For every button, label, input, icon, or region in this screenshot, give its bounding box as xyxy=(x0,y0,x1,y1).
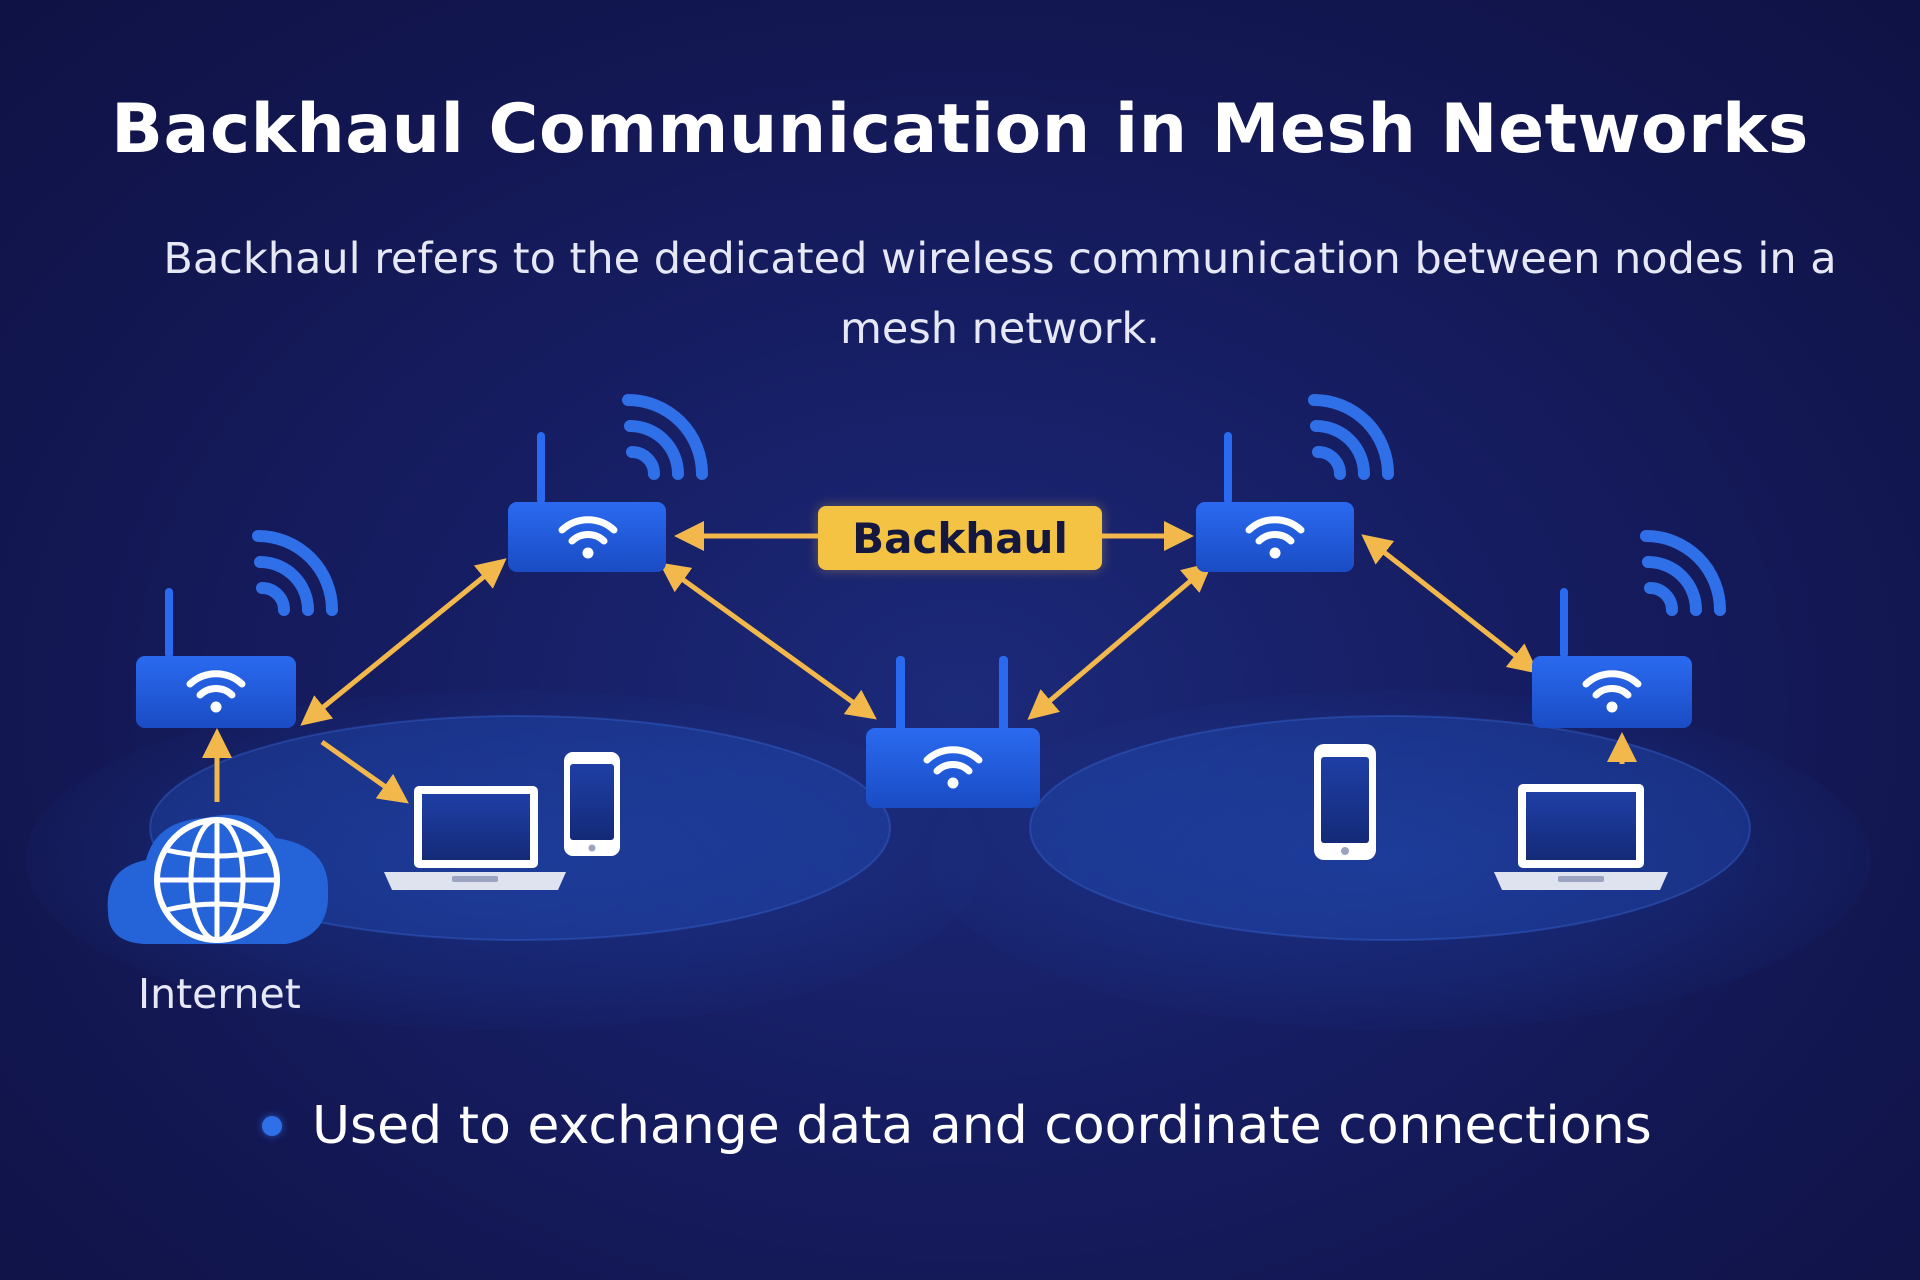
wifi-signal-icon xyxy=(1646,536,1720,610)
globe-cloud-icon xyxy=(107,814,329,944)
page-title: Backhaul Communication in Mesh Networks xyxy=(111,90,1809,169)
router-top-left xyxy=(508,400,702,572)
smartphone-right xyxy=(1314,744,1376,860)
arrow-left-to-topleft xyxy=(300,558,507,726)
router-left xyxy=(136,536,332,728)
laptop-right xyxy=(1494,784,1668,890)
backhaul-arrows xyxy=(202,521,1637,804)
arrow-router-to-laptop xyxy=(320,739,409,804)
router-center xyxy=(866,656,1040,808)
bullet-item: Used to exchange data and coordinate con… xyxy=(262,1096,1652,1156)
bullet-text: Used to exchange data and coordinate con… xyxy=(312,1096,1652,1156)
subtitle: Backhaul refers to the dedicated wireles… xyxy=(163,234,1837,354)
internet-label: Internet xyxy=(138,970,301,1018)
smartphone-left xyxy=(564,752,620,856)
wifi-signal-icon xyxy=(1314,400,1388,474)
backhaul-badge: Backhaul xyxy=(818,506,1102,570)
arrow-center-to-topright xyxy=(1027,562,1213,720)
wifi-signal-icon xyxy=(628,400,702,474)
coverage-area-right xyxy=(930,690,1870,1030)
router-right xyxy=(1532,536,1720,728)
router-top-right xyxy=(1196,400,1388,572)
arrow-topleft-to-center xyxy=(659,562,877,720)
wifi-signal-icon xyxy=(258,536,332,610)
laptop-left xyxy=(384,786,566,890)
arrow-topright-to-right xyxy=(1361,534,1539,674)
bullet-dot-icon xyxy=(262,1116,282,1136)
